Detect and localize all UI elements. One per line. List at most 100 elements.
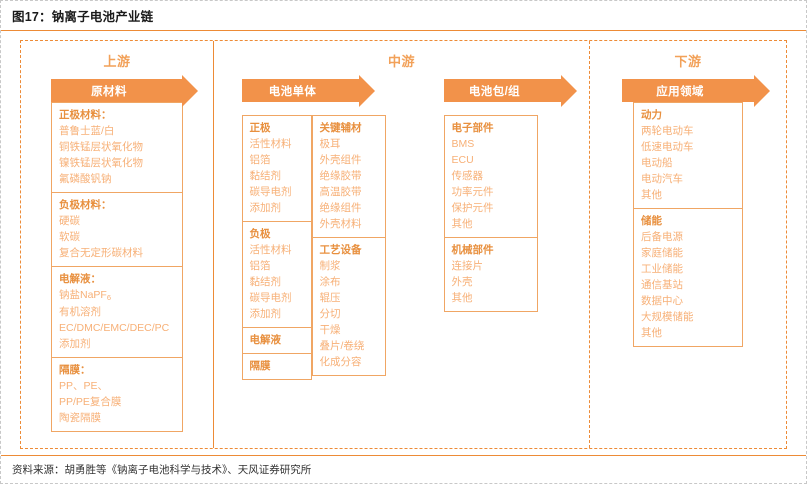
group-head: 负极材料： bbox=[59, 199, 112, 211]
upstream-box-column: 正极材料： 普鲁士蓝/白 铜铁锰层状氧化物 镍铁锰层状氧化物 氟磷酸钒钠 负极材… bbox=[51, 102, 183, 432]
group-item: 黏结剂 bbox=[249, 170, 282, 182]
group-head: 动力 bbox=[641, 109, 662, 121]
group-item: 通信基站 bbox=[641, 279, 683, 291]
group-item: 绝缘组件 bbox=[319, 202, 362, 214]
group-key-auxiliary-materials: 关键辅材 极耳 外壳组件 绝缘胶带 高温胶带 绝缘组件 外壳材料 bbox=[313, 116, 385, 237]
group-anode-materials: 负极材料： 硬碳 软碳 复合无定形碳材料 bbox=[52, 192, 182, 266]
cluster-battery-pack: 电池包/组 电子部件 BMS ECU 传感器 功率元件 保护元件 bbox=[443, 74, 577, 312]
group-item: 大规模储能 bbox=[641, 311, 694, 323]
group-item: 外壳材料 bbox=[319, 218, 362, 230]
group-item: 其他 bbox=[451, 218, 473, 230]
group-item: 化成分容 bbox=[319, 356, 362, 368]
group-item: 有机溶剂EC/DMC/EMC/DEC/PC bbox=[59, 306, 170, 334]
group-mechanical-components: 机械部件 连接片 外壳 其他 bbox=[444, 237, 537, 311]
group-head: 工艺设备 bbox=[319, 244, 362, 256]
group-head: 负极 bbox=[249, 228, 271, 240]
group-separator: 隔膜 bbox=[242, 353, 311, 379]
group-item: 铜铁锰层状氧化物 bbox=[59, 141, 143, 153]
segment-downstream: 下游 应用领域 动力 两轮电动车 低速电动车 电动船 电动汽车 其他 bbox=[590, 41, 786, 448]
pack-box: 电子部件 BMS ECU 传感器 功率元件 保护元件 其他 机械部件 bbox=[443, 115, 538, 312]
group-item: 外壳 bbox=[451, 276, 473, 288]
group-item: 传感器 bbox=[451, 170, 484, 182]
group-item: 碳导电剂 bbox=[249, 292, 292, 304]
segment-title-upstream: 上游 bbox=[103, 54, 131, 69]
segment-title-downstream: 下游 bbox=[674, 54, 702, 69]
group-cathode-materials: 正极材料： 普鲁士蓝/白 铜铁锰层状氧化物 镍铁锰层状氧化物 氟磷酸钒钠 bbox=[52, 103, 182, 192]
group-item: 低速电动车 bbox=[641, 141, 694, 153]
group-head: 隔膜： bbox=[59, 364, 91, 376]
group-energy-storage-applications: 储能 后备电源 家庭储能 工业储能 通信基站 数据中心 大规模储能 其他 bbox=[634, 208, 742, 346]
group-process-equipment: 工艺设备 制浆 涂布 辊压 分切 干燥 叠片/卷绕 化成分容 bbox=[312, 237, 385, 375]
source-note: 资料来源：胡勇胜等《钠离子电池科学与技术》、天风证券研究所 bbox=[12, 464, 312, 476]
group-head: 电解液： bbox=[59, 273, 101, 285]
group-item: 其他 bbox=[641, 327, 662, 339]
group-item: 工业储能 bbox=[641, 263, 683, 275]
group-item: 铝箔 bbox=[249, 154, 271, 166]
group-head: 机械部件 bbox=[451, 244, 494, 256]
group-item: PP、PE、 bbox=[59, 380, 109, 392]
group-item: 数据中心 bbox=[641, 295, 683, 307]
battery-pack-boxes: 电子部件 BMS ECU 传感器 功率元件 保护元件 其他 机械部件 bbox=[443, 115, 538, 312]
group-item: ECU bbox=[451, 154, 474, 166]
group-item: 高温胶带 bbox=[319, 186, 362, 198]
group-item: 后备电源 bbox=[641, 231, 683, 243]
cell-left-column: 正极 活性材料 铝箔 黏结剂 碳导电剂 添加剂 负极 bbox=[241, 115, 312, 380]
group-head: 储能 bbox=[641, 215, 662, 227]
group-electrolyte: 电解液 bbox=[242, 327, 311, 353]
group-item: 其他 bbox=[641, 189, 662, 201]
arrow-banner-applications: 应用领域 bbox=[621, 74, 770, 107]
battery-cell-boxes: 正极 活性材料 铝箔 黏结剂 碳导电剂 添加剂 负极 bbox=[241, 115, 386, 380]
group-item: 电动船 bbox=[641, 157, 673, 169]
group-cathode: 正极 活性材料 铝箔 黏结剂 碳导电剂 添加剂 bbox=[243, 116, 311, 221]
figure-source-bar: 资料来源：胡勇胜等《钠离子电池科学与技术》、天风证券研究所 bbox=[1, 455, 806, 483]
group-item: 干燥 bbox=[319, 324, 341, 336]
midstream-clusters: 电池单体 正极 活性材料 铝箔 黏结剂 碳导电剂 bbox=[241, 74, 577, 380]
divider-upstream-midstream bbox=[213, 41, 214, 448]
segment-upstream: 上游 原材料 正极材料： 普鲁士蓝/白 铜铁锰层状氧化物 镍铁锰层状氧化物 氟磷… bbox=[21, 41, 213, 448]
group-item: 添加剂 bbox=[59, 338, 91, 350]
group-item: 功率元件 bbox=[451, 186, 494, 198]
group-item: 外壳组件 bbox=[319, 154, 362, 166]
group-item: 极耳 bbox=[319, 138, 341, 150]
group-item: 镍铁锰层状氧化物 bbox=[59, 157, 143, 169]
group-item: 两轮电动车 bbox=[641, 125, 694, 137]
group-head: 电子部件 bbox=[451, 122, 494, 134]
group-item: 铝箔 bbox=[249, 260, 271, 272]
segment-midstream: 中游 电池单体 正极 活性材料 铝箔 bbox=[214, 41, 589, 448]
group-electrolyte-materials: 电解液： 钠盐NaPF6 有机溶剂EC/DMC/EMC/DEC/PC 添加剂 bbox=[52, 266, 182, 357]
group-item: PP/PE复合膜 bbox=[59, 396, 122, 408]
group-item: 家庭储能 bbox=[641, 247, 683, 259]
group-head: 电解液 bbox=[249, 334, 282, 346]
figure-title-bar: 图17：钠离子电池产业链 bbox=[1, 1, 806, 31]
group-item: 活性材料 bbox=[249, 244, 292, 256]
cell-left-box: 正极 活性材料 铝箔 黏结剂 碳导电剂 添加剂 负极 bbox=[241, 115, 312, 380]
group-item: 硬碳 bbox=[59, 215, 80, 227]
group-item: 陶瓷隔膜 bbox=[59, 412, 101, 424]
cell-right-column: 关键辅材 极耳 外壳组件 绝缘胶带 高温胶带 绝缘组件 外壳材料 bbox=[311, 115, 386, 376]
group-item: 氟磷酸钒钠 bbox=[59, 173, 112, 185]
group-item: 软碳 bbox=[59, 231, 80, 243]
segment-title-midstream: 中游 bbox=[387, 54, 415, 69]
divider-midstream-downstream bbox=[589, 41, 590, 448]
downstream-box: 动力 两轮电动车 低速电动车 电动船 电动汽车 其他 储能 后备电源 家庭储能 … bbox=[633, 102, 743, 347]
cell-right-box: 关键辅材 极耳 外壳组件 绝缘胶带 高温胶带 绝缘组件 外壳材料 bbox=[311, 115, 386, 376]
group-item: 辊压 bbox=[319, 292, 341, 304]
group-item: 添加剂 bbox=[249, 308, 282, 320]
group-item: 连接片 bbox=[451, 260, 484, 272]
group-item: 普鲁士蓝/白 bbox=[59, 125, 115, 137]
group-item: 碳导电剂 bbox=[249, 186, 292, 198]
cluster-battery-cell: 电池单体 正极 活性材料 铝箔 黏结剂 碳导电剂 bbox=[241, 74, 386, 380]
group-item: 制浆 bbox=[319, 260, 341, 272]
arrow-banner-raw-materials: 原材料 bbox=[51, 74, 198, 107]
group-head: 隔膜 bbox=[249, 360, 271, 372]
diagram-area: 上游 原材料 正极材料： 普鲁士蓝/白 铜铁锰层状氧化物 镍铁锰层状氧化物 氟磷… bbox=[1, 31, 806, 455]
group-item: 电动汽车 bbox=[641, 173, 683, 185]
group-item: 添加剂 bbox=[249, 202, 282, 214]
group-item: 保护元件 bbox=[451, 202, 494, 214]
group-item: 叠片/卷绕 bbox=[319, 340, 365, 352]
arrow-banner-battery-cell: 电池单体 bbox=[241, 74, 375, 107]
page-title: 图17：钠离子电池产业链 bbox=[12, 10, 154, 24]
group-item: 其他 bbox=[451, 292, 473, 304]
value-chain-container: 上游 原材料 正极材料： 普鲁士蓝/白 铜铁锰层状氧化物 镍铁锰层状氧化物 氟磷… bbox=[20, 40, 787, 449]
